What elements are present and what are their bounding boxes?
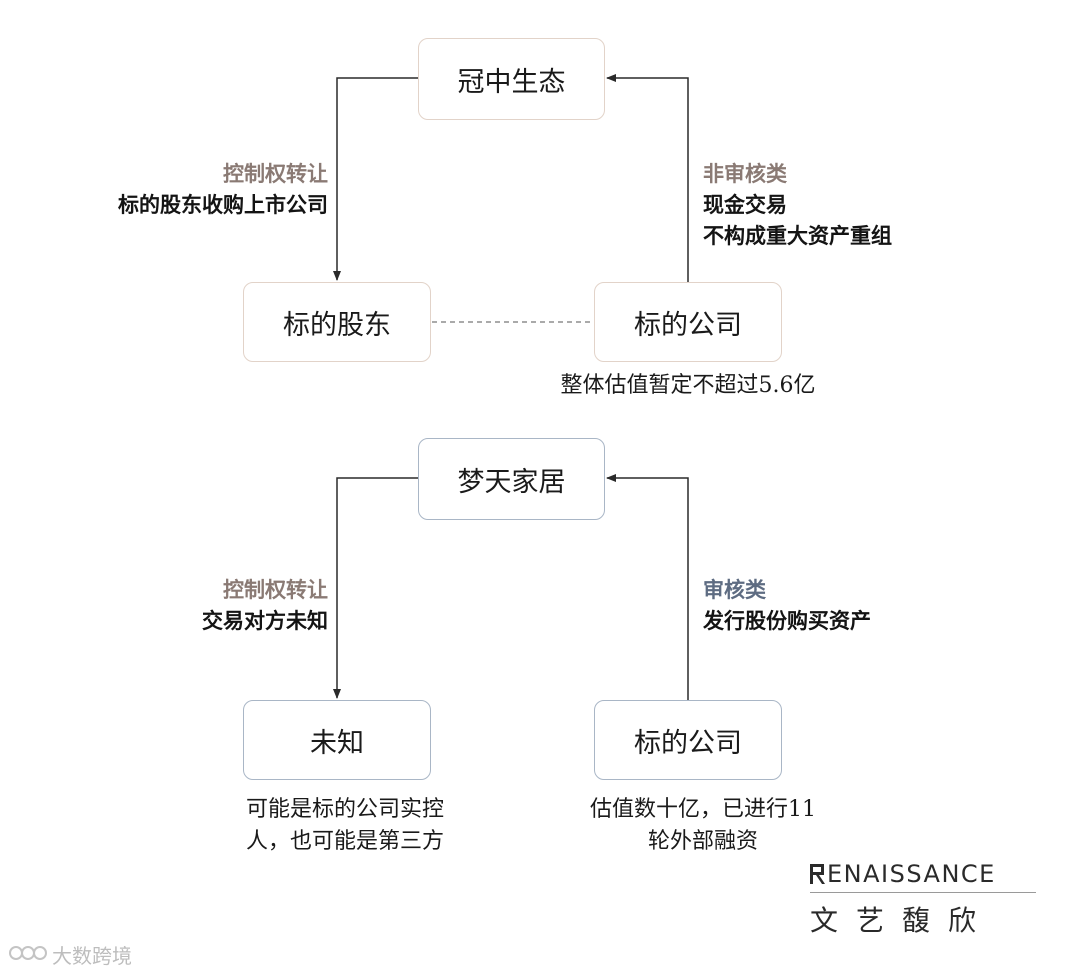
brand-en-text: ENAISSANCE: [827, 860, 996, 888]
left-label-1: 控制权转让 标的股东收购上市公司: [118, 158, 328, 220]
right-note-line-1-1: 整体估值暂定不超过5.6亿: [560, 373, 816, 398]
watermark-logo-icon: [8, 941, 48, 968]
left-label-category-2: 控制权转让: [223, 577, 328, 602]
left-label-2: 控制权转让 交易对方未知: [202, 574, 328, 636]
left-note-line-2-1: 可能是标的公司实控: [245, 797, 445, 822]
left-note-2: 可能是标的公司实控 人，也可能是第三方: [246, 794, 444, 858]
brand-divider: [810, 892, 1036, 893]
left-node-2: 未知: [243, 700, 431, 780]
right-label-line-2-1: 发行股份购买资产: [703, 608, 871, 633]
arrow-parent-to-left-1: [333, 77, 418, 281]
right-note-line-2-2: 轮外部融资: [647, 829, 758, 854]
right-label-2: 审核类 发行股份购买资产: [703, 574, 871, 636]
right-note-1: 整体估值暂定不超过5.6亿: [561, 370, 816, 402]
brand-en: ENAISSANCE: [810, 860, 1038, 888]
watermark-text: 大数跨境: [52, 944, 132, 968]
left-label-line-1-1: 标的股东收购上市公司: [118, 192, 328, 217]
right-note-line-2-1: 估值数十亿，已进行11: [590, 797, 816, 822]
left-note-line-2-2: 人，也可能是第三方: [245, 829, 445, 854]
brand-logo: ENAISSANCE 文艺馥欣: [810, 860, 1038, 939]
brand-zh: 文艺馥欣: [810, 904, 995, 937]
right-label-1: 非审核类 现金交易 不构成重大资产重组: [703, 158, 892, 251]
arrow-parent-to-left-2: [333, 477, 418, 699]
left-label-category-1: 控制权转让: [223, 161, 328, 186]
left-label-line-2-1: 交易对方未知: [202, 608, 328, 633]
right-note-2: 估值数十亿，已进行11 轮外部融资: [590, 794, 816, 858]
right-node-1: 标的公司: [594, 282, 782, 362]
left-node-1: 标的股东: [243, 282, 431, 362]
parent-node-1: 冠中生态: [418, 38, 605, 120]
watermark: 大数跨境: [8, 940, 132, 969]
right-node-2: 标的公司: [594, 700, 782, 780]
right-label-category-1: 非审核类: [703, 161, 787, 186]
arrow-right-to-parent-2: [606, 474, 689, 700]
right-label-category-2: 审核类: [703, 577, 766, 602]
parent-node-2: 梦天家居: [418, 438, 605, 520]
right-label-line-1-2: 不构成重大资产重组: [703, 223, 892, 248]
arrow-right-to-parent-1: [606, 74, 689, 282]
brand-r-mark-icon: [810, 863, 825, 885]
right-label-line-1-1: 现金交易: [703, 192, 787, 217]
